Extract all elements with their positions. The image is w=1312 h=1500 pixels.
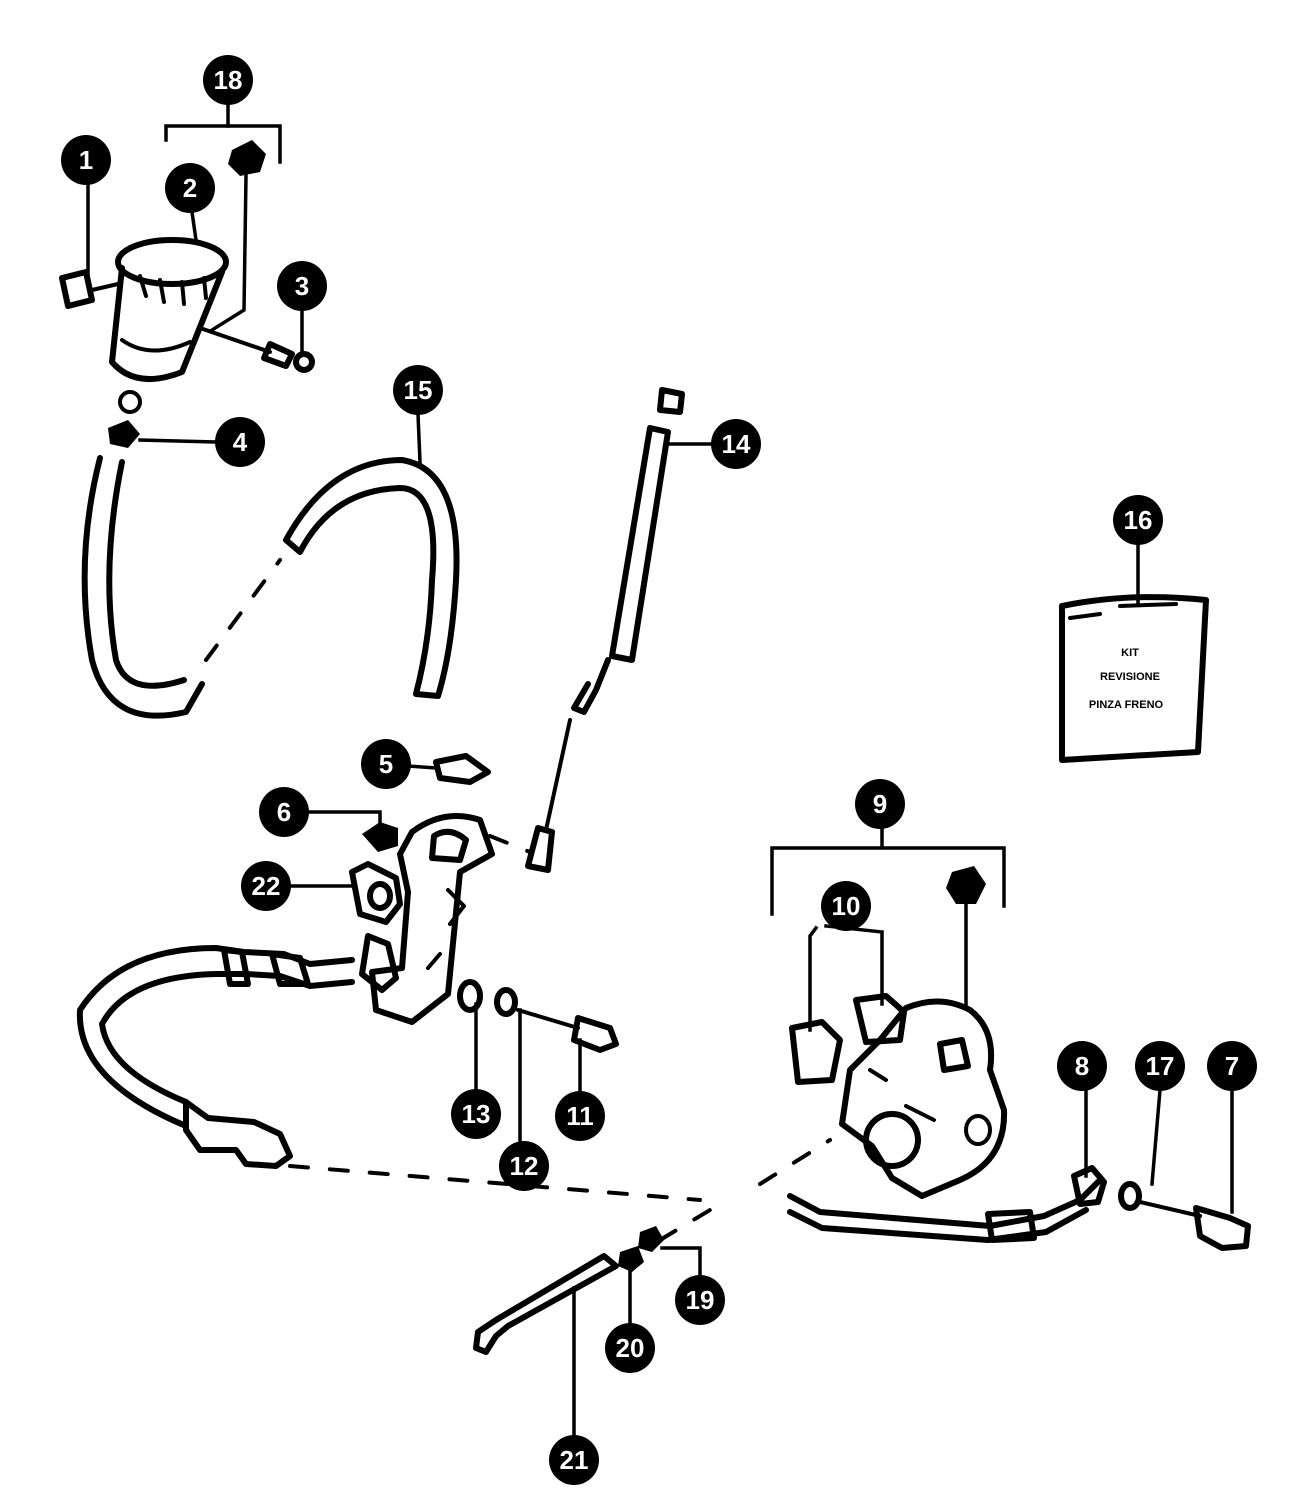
callout-7: 7 [1207, 1041, 1257, 1091]
svg-text:3: 3 [295, 271, 309, 301]
part-caliper-hose [758, 1138, 1103, 1243]
part-reservoir-cap [228, 140, 266, 176]
svg-text:14: 14 [722, 429, 751, 459]
part-lower-fitting [618, 1226, 664, 1272]
svg-text:18: 18 [214, 65, 243, 95]
svg-text:20: 20 [616, 1333, 645, 1363]
callout-19: 19 [675, 1275, 725, 1325]
svg-text:19: 19 [686, 1285, 715, 1315]
part-repair-kit: KIT REVISIONE PINZA FRENO [1059, 594, 1209, 763]
callout-2: 2 [165, 163, 215, 213]
svg-text:11: 11 [566, 1101, 594, 1131]
svg-text:5: 5 [379, 749, 393, 779]
callout-13: 13 [451, 1089, 501, 1139]
svg-text:4: 4 [233, 427, 248, 457]
part-brake-hose [76, 945, 702, 1202]
part-bolt-11 [516, 1008, 619, 1053]
callout-5: 5 [361, 739, 411, 789]
part-fitting [433, 753, 491, 785]
part-bleed-screw [1138, 1200, 1251, 1251]
part-brake-rod [488, 387, 685, 873]
part-reservoir [109, 237, 229, 414]
part-lower-rod [473, 1202, 722, 1355]
part-clip [59, 269, 120, 309]
svg-text:6: 6 [277, 797, 291, 827]
kit-label-line2: REVISIONE [1100, 671, 1160, 683]
svg-text:1: 1 [79, 145, 93, 175]
callout-10: 10 [821, 881, 871, 931]
part-banjo-fitting [349, 861, 403, 993]
part-master-cylinder-cap [362, 822, 398, 852]
callout-16: 16 [1113, 495, 1163, 545]
svg-text:22: 22 [252, 871, 281, 901]
svg-text:8: 8 [1075, 1051, 1089, 1081]
part-master-cylinder [369, 813, 495, 1025]
callout-21: 21 [549, 1435, 599, 1485]
svg-text:7: 7 [1225, 1051, 1239, 1081]
svg-text:17: 17 [1146, 1051, 1175, 1081]
kit-label-line3: PINZA FRENO [1089, 699, 1164, 711]
callout-4: 4 [215, 417, 265, 467]
part-washer-12 [494, 987, 518, 1017]
kit-label-line1: KIT [1121, 647, 1139, 659]
svg-text:12: 12 [510, 1151, 539, 1181]
leader-lines [86, 100, 1234, 1438]
part-hose-clamp [108, 420, 140, 448]
part-brake-caliper [839, 866, 1008, 1199]
svg-text:16: 16 [1124, 505, 1153, 535]
svg-text:13: 13 [462, 1099, 491, 1129]
callout-15: 15 [393, 365, 443, 415]
callout-1: 1 [61, 135, 111, 185]
part-screw [198, 326, 315, 373]
svg-text:21: 21 [560, 1445, 589, 1475]
callout-9: 9 [855, 779, 905, 829]
callout-8: 8 [1057, 1041, 1107, 1091]
callout-20: 20 [605, 1323, 655, 1373]
part-caliper-banjo [1071, 1165, 1107, 1207]
part-washer-17 [1118, 1181, 1142, 1211]
svg-text:9: 9 [873, 789, 887, 819]
callout-18: 18 [203, 55, 253, 105]
part-reservoir-hose [81, 455, 460, 719]
callout-11: 11 [555, 1091, 605, 1141]
callout-14: 14 [711, 419, 761, 469]
svg-text:10: 10 [832, 891, 861, 921]
callout-22: 22 [241, 861, 291, 911]
callout-12: 12 [499, 1141, 549, 1191]
callout-17: 17 [1135, 1041, 1185, 1091]
svg-text:15: 15 [404, 375, 433, 405]
callout-3: 3 [277, 261, 327, 311]
svg-text:2: 2 [183, 173, 197, 203]
callout-6: 6 [259, 787, 309, 837]
part-washer-13 [457, 979, 483, 1013]
